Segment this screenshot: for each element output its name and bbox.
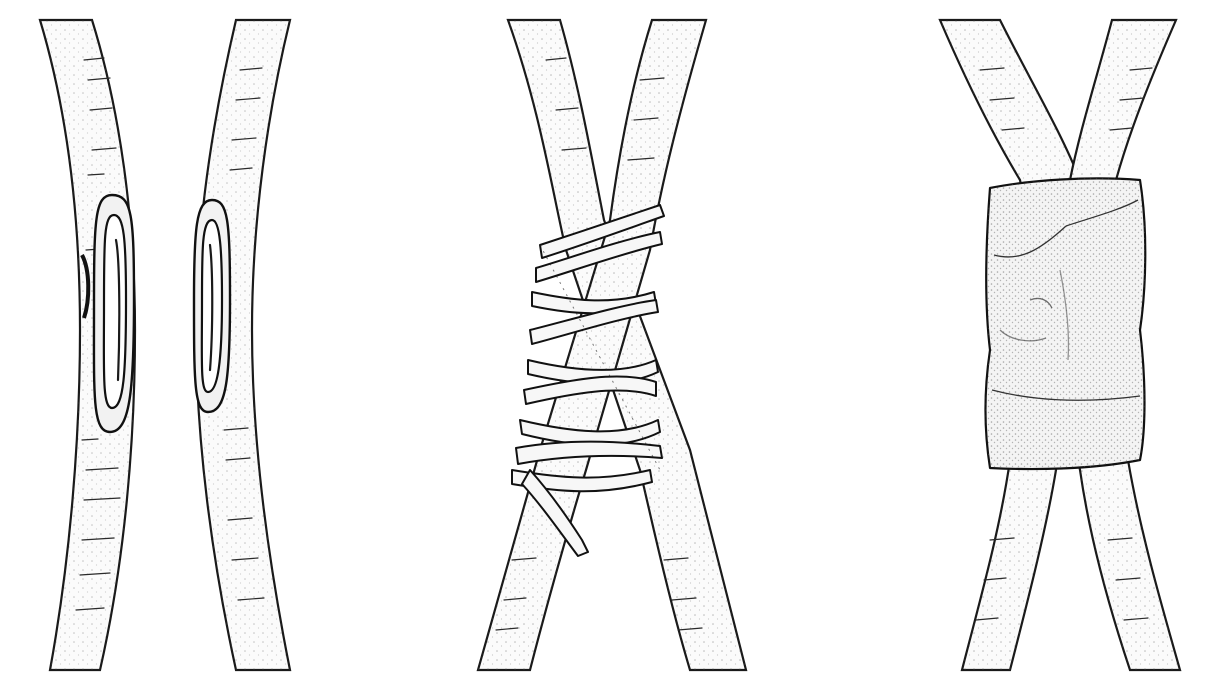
panel-sealed-graft [940,20,1180,670]
wax-seal [986,178,1146,469]
panel-tied-branches [478,20,746,670]
left-branch [40,20,135,670]
panel-cut-branches [40,20,290,670]
right-branch [194,20,290,670]
crossing-branches [478,20,746,670]
